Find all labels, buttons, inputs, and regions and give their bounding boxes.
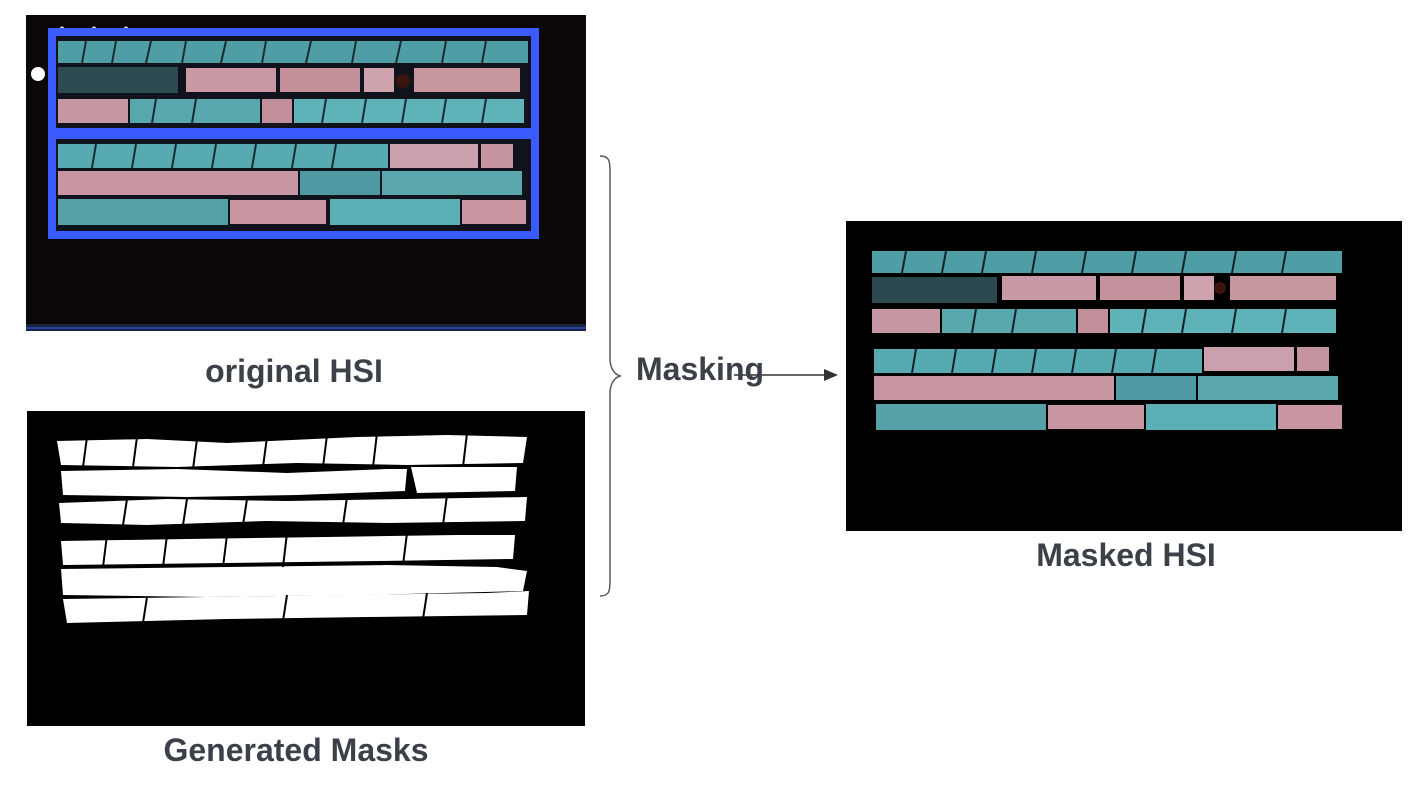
masking-label: Masking [636,351,765,387]
masked-hsi-graphic [846,221,1402,531]
original-hsi-caption: original HSI [205,353,383,389]
generated-masks-graphic [27,411,585,726]
masked-hsi-image [846,221,1402,531]
curly-brace-icon [599,155,623,597]
masked-hsi-caption: Masked HSI [1036,537,1216,573]
generated-masks-caption: Generated Masks [163,732,429,768]
original-hsi-image [26,15,586,331]
original-hsi-graphic [26,15,586,331]
generated-masks-image [27,411,585,726]
